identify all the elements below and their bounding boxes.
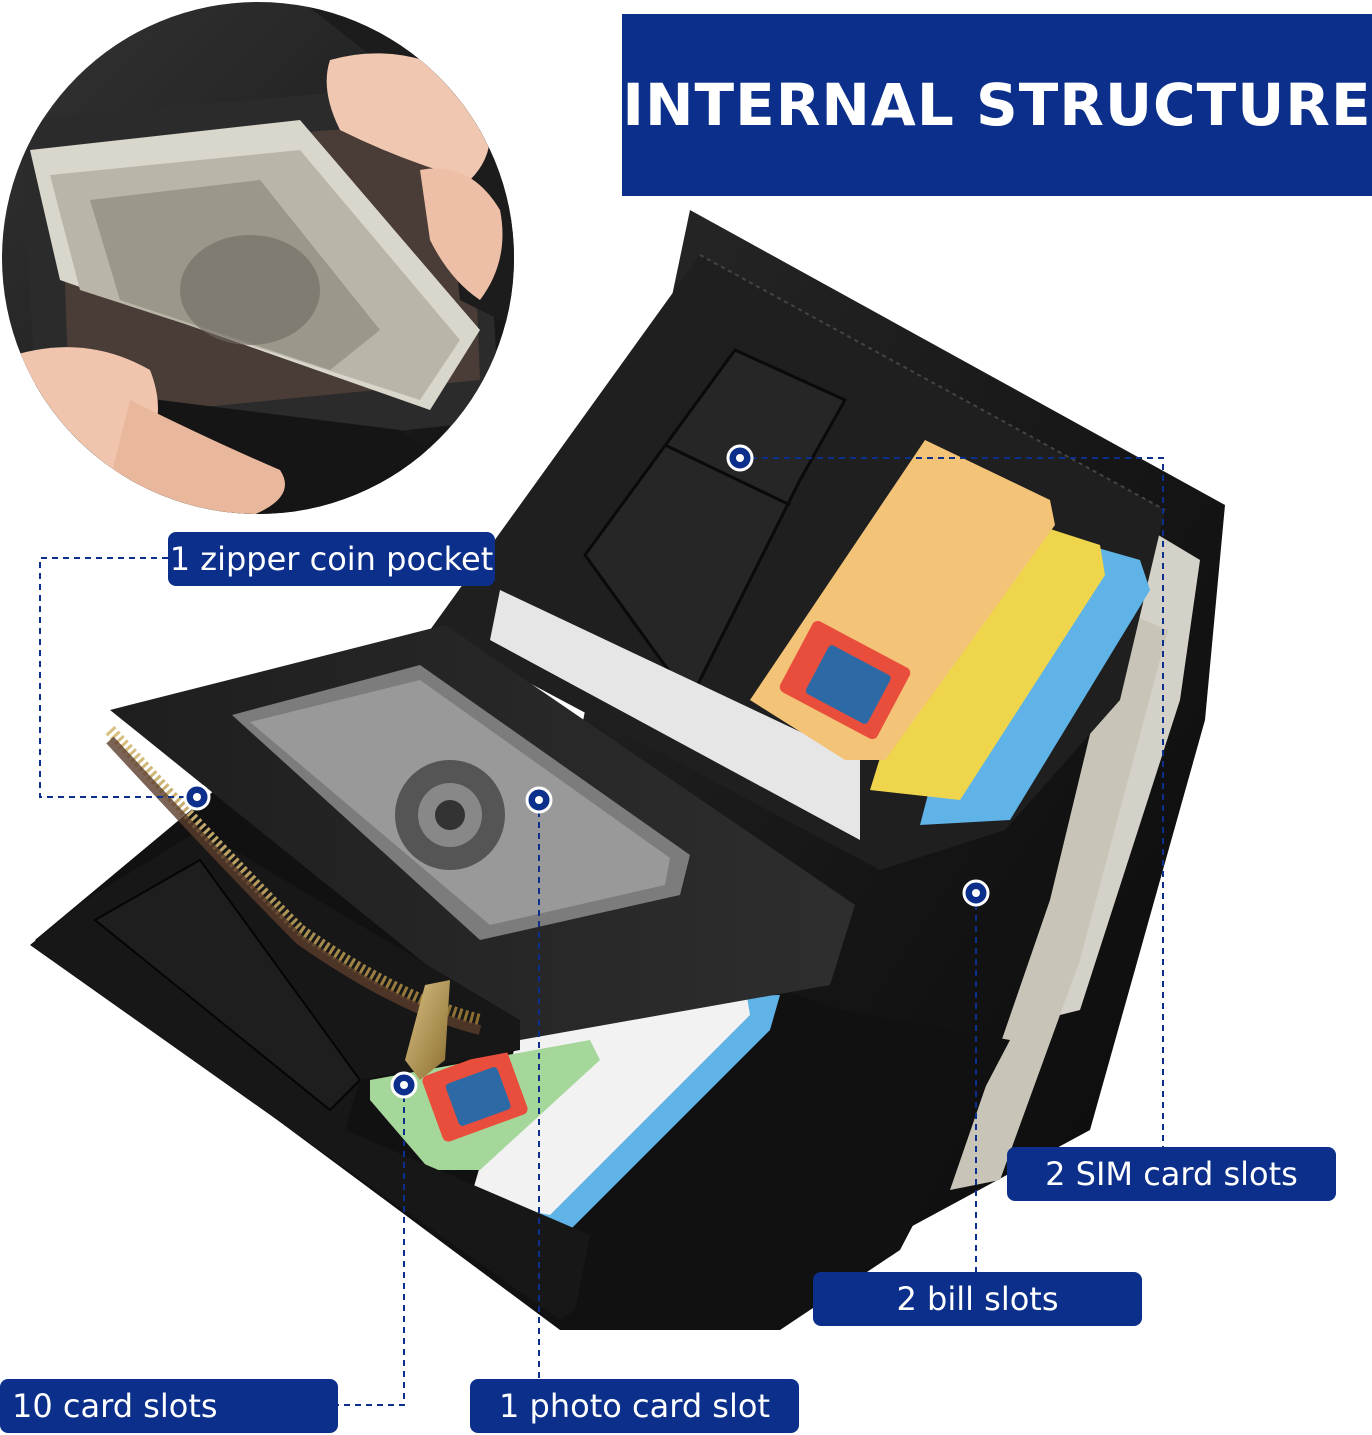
zipper-icon: [105, 725, 482, 1026]
label-bill-slots: 2 bill slots: [813, 1272, 1142, 1326]
inset-photo-cash: [2, 2, 514, 514]
callout-dot-icon: [390, 1071, 418, 1099]
label-zipper-coin-pocket: 1 zipper coin pocket: [168, 532, 495, 586]
front-flap: [110, 625, 855, 1040]
callout-lines: [39, 457, 1164, 1406]
zipper-coin-pocket: [30, 725, 590, 1320]
label-photo-card-slot: 1 photo card slot: [470, 1379, 799, 1433]
callout-dot-icon: [183, 783, 211, 811]
callout-dot-icon: [962, 879, 990, 907]
label-sim-card-slots: 2 SIM card slots: [1007, 1147, 1336, 1201]
label-card-slots: 10 card slots: [0, 1379, 338, 1433]
callout-dot-icon: [525, 786, 553, 814]
banner-title: INTERNAL STRUCTURE: [622, 14, 1372, 196]
callout-dots: [183, 444, 990, 1099]
callout-dot-icon: [726, 444, 754, 472]
upper-card-stack: [750, 440, 1150, 825]
